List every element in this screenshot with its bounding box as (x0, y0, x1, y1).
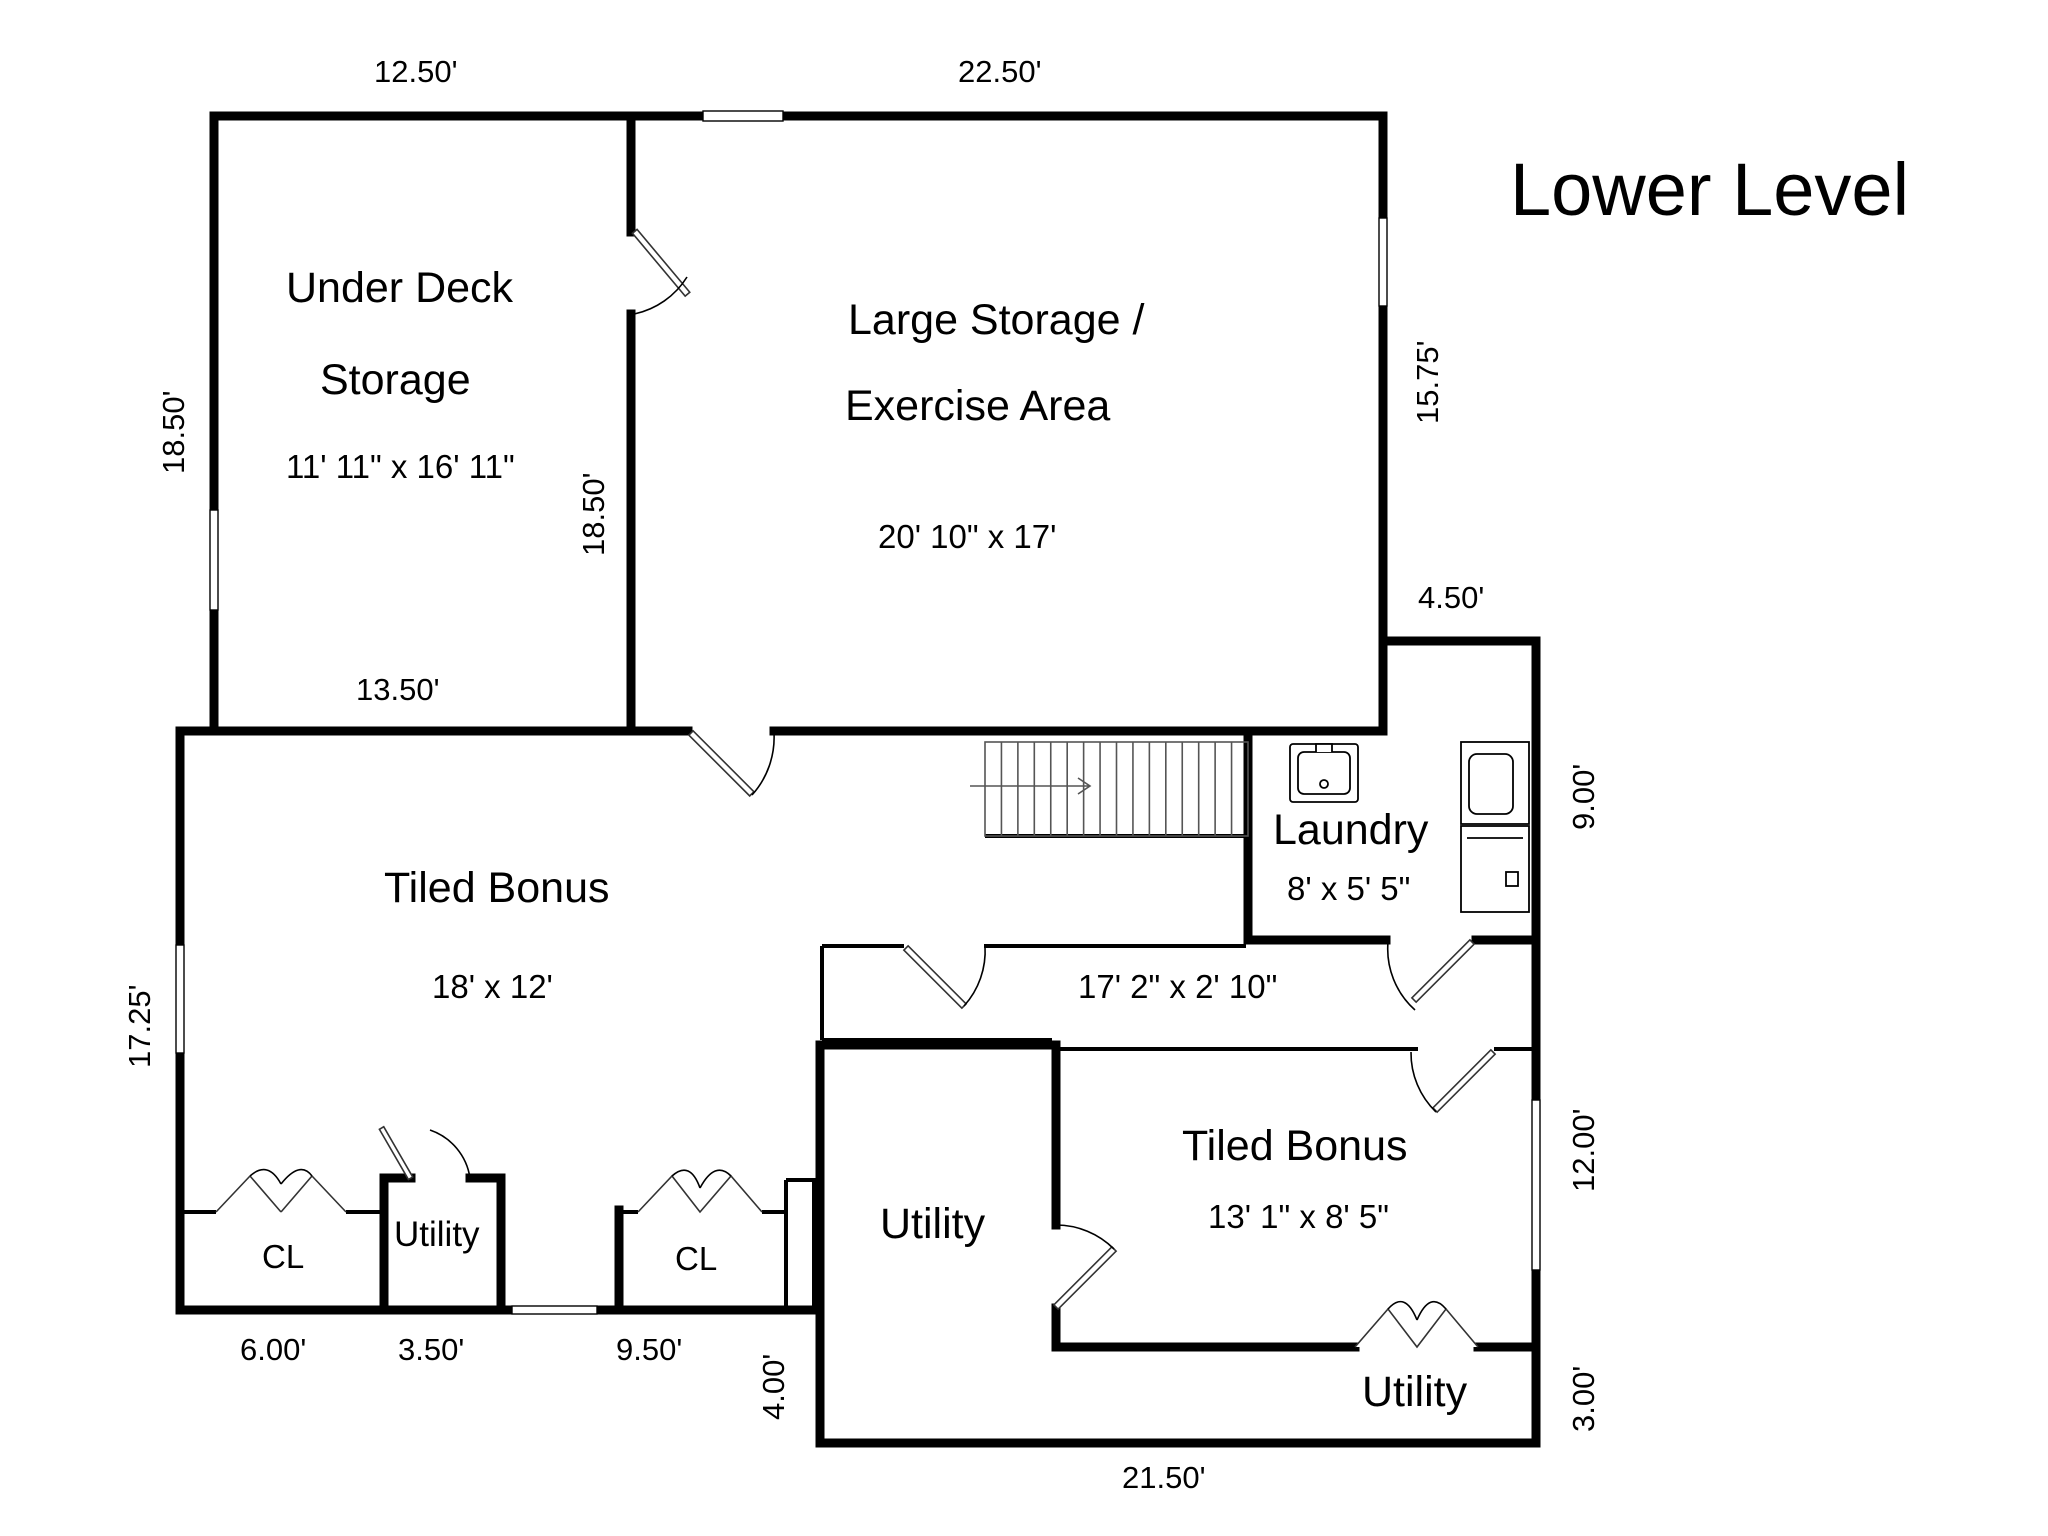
under-deck-label-line2: Storage (320, 356, 471, 404)
utility-small-label: Utility (394, 1215, 480, 1254)
window-bonus-bottom (511, 1305, 598, 1315)
door-bonus2 (1410, 1048, 1497, 1114)
door-utility-bottom (1354, 1300, 1479, 1349)
door-utility (1052, 1224, 1118, 1311)
dim-notch-top: 4.50' (1418, 580, 1484, 615)
window-bonus2-right (1531, 1099, 1541, 1271)
dim-right-3: 3.00' (1566, 1366, 1601, 1432)
dim-top-left: 12.50' (374, 54, 458, 89)
closet-2-label: CL (675, 1240, 717, 1277)
door-laundry (1386, 938, 1476, 1011)
large-storage-label-line2: Exercise Area (845, 382, 1110, 430)
window-underdeck-left (209, 509, 219, 611)
dim-right-upper: 15.75' (1410, 341, 1445, 425)
door-utility-small (378, 1125, 471, 1181)
door-large-bottom (687, 729, 775, 798)
windows (175, 110, 1541, 1315)
dim-top-right: 22.50' (958, 54, 1042, 89)
wall-laundry-notch (1383, 636, 1541, 945)
stair-arrow (970, 777, 1092, 795)
dim-left-upper: 18.50' (156, 391, 191, 475)
dim-bottom-6: 6.00' (240, 1332, 306, 1367)
door-closet2 (637, 1169, 763, 1214)
under-deck-label-line1: Under Deck (286, 264, 514, 312)
utility-bottom-label: Utility (1362, 1368, 1468, 1416)
large-storage-size: 20' 10" x 17' (878, 518, 1056, 555)
closet-1-label: CL (262, 1238, 304, 1275)
door-closet1 (215, 1168, 347, 1213)
hallway-size: 17' 2" x 2' 10" (1078, 968, 1277, 1005)
partitions (184, 944, 1536, 1312)
dim-bottom-3-5: 3.50' (398, 1332, 464, 1367)
stairs (970, 741, 1249, 837)
under-deck-size: 11' 11" x 16' 11" (286, 448, 515, 485)
tiled-bonus-1-label: Tiled Bonus (384, 864, 609, 912)
step-box (784, 1178, 816, 1312)
walls (175, 111, 1541, 1448)
page-title: Lower Level (1510, 148, 1909, 231)
tiled-bonus-2-size: 13' 1" x 8' 5" (1208, 1198, 1389, 1235)
door-underdeck (631, 228, 691, 315)
wall-utility-small-right (465, 1173, 506, 1313)
tiled-bonus-2-label: Tiled Bonus (1182, 1122, 1407, 1170)
dim-right-9: 9.00' (1566, 764, 1601, 830)
tiled-bonus-1-size: 18' x 12' (432, 968, 553, 1005)
dim-inner-mid: 18.50' (576, 473, 611, 557)
window-top (702, 110, 784, 122)
dim-step-4: 4.00' (756, 1354, 791, 1420)
utility-large-label: Utility (880, 1200, 986, 1248)
washer-icon (1460, 741, 1530, 825)
door-hall-left (902, 944, 986, 1010)
laundry-size: 8' x 5' 5" (1287, 870, 1410, 907)
dim-mid-13-50: 13.50' (356, 672, 440, 707)
wall-top-right (778, 111, 1388, 223)
sink-icon (1289, 743, 1359, 803)
labels: Lower Level Under Deck Storage 11' 11" x… (122, 54, 1909, 1495)
laundry-label: Laundry (1273, 806, 1429, 854)
dryer-icon (1460, 825, 1530, 913)
laundry-fixtures (1289, 741, 1530, 913)
doors (215, 228, 1497, 1349)
dim-left-lower: 17.25' (122, 985, 157, 1069)
wall-utility-small (379, 1173, 416, 1313)
dim-bottom-21-5: 21.50' (1122, 1460, 1206, 1495)
dim-right-12: 12.00' (1566, 1109, 1601, 1193)
dim-bottom-9-5: 9.50' (616, 1332, 682, 1367)
large-storage-label-line1: Large Storage / (848, 296, 1144, 344)
window-large-right (1378, 217, 1388, 307)
window-bonus-left (175, 944, 185, 1054)
